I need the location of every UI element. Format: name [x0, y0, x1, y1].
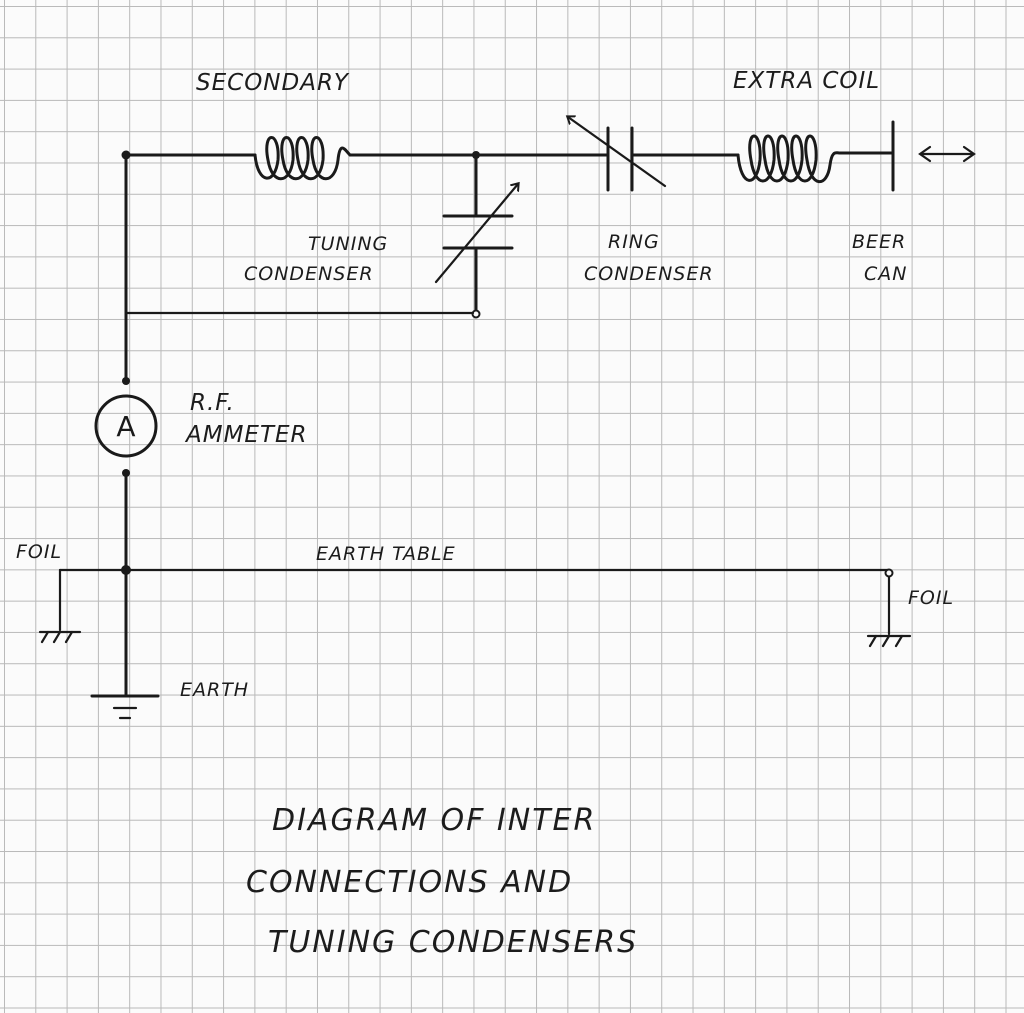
double-arrow-right-head	[962, 145, 976, 163]
label-ring-condenser-2: CONDENSER	[584, 263, 714, 285]
label-ammeter: AMMETER	[184, 422, 308, 448]
label-tuning-condenser-1: TUNING	[308, 233, 388, 255]
right-foil-ground-icon	[866, 634, 912, 648]
ammeter-circle	[94, 394, 158, 458]
secondary-coil	[253, 136, 352, 181]
earth-ground-icon	[90, 694, 160, 720]
title-line-3: TUNING CONDENSERS	[268, 925, 638, 960]
earth-table-right-terminal	[884, 568, 894, 578]
ring-condenser-variable-arrow	[568, 117, 667, 188]
ammeter-symbol-letter: A	[116, 410, 135, 443]
tuning-condenser-terminal	[471, 309, 481, 319]
label-ring-condenser-1: RING	[608, 231, 660, 253]
label-beer-can-1: BEER	[852, 231, 906, 253]
extra-coil	[736, 134, 842, 184]
label-tuning-condenser-2: CONDENSER	[244, 263, 374, 285]
label-extra-coil: EXTRA COIL	[733, 68, 880, 94]
double-arrow-left-head	[918, 145, 932, 163]
ammeter-terminal-top	[122, 377, 130, 385]
label-foil-left: FOIL	[16, 541, 62, 563]
label-earth: EARTH	[180, 679, 249, 701]
title-line-2: CONNECTIONS AND	[246, 865, 573, 900]
left-foil-ground-icon	[38, 630, 82, 644]
tuning-condenser-variable-arrow	[434, 184, 518, 284]
label-foil-right: FOIL	[908, 587, 954, 609]
label-earth-table: EARTH TABLE	[316, 543, 456, 565]
title-line-1: DIAGRAM OF INTER	[272, 803, 596, 838]
label-rf: R.F.	[190, 390, 235, 416]
label-beer-can-2: CAN	[864, 263, 907, 285]
label-secondary: SECONDARY	[196, 70, 350, 96]
